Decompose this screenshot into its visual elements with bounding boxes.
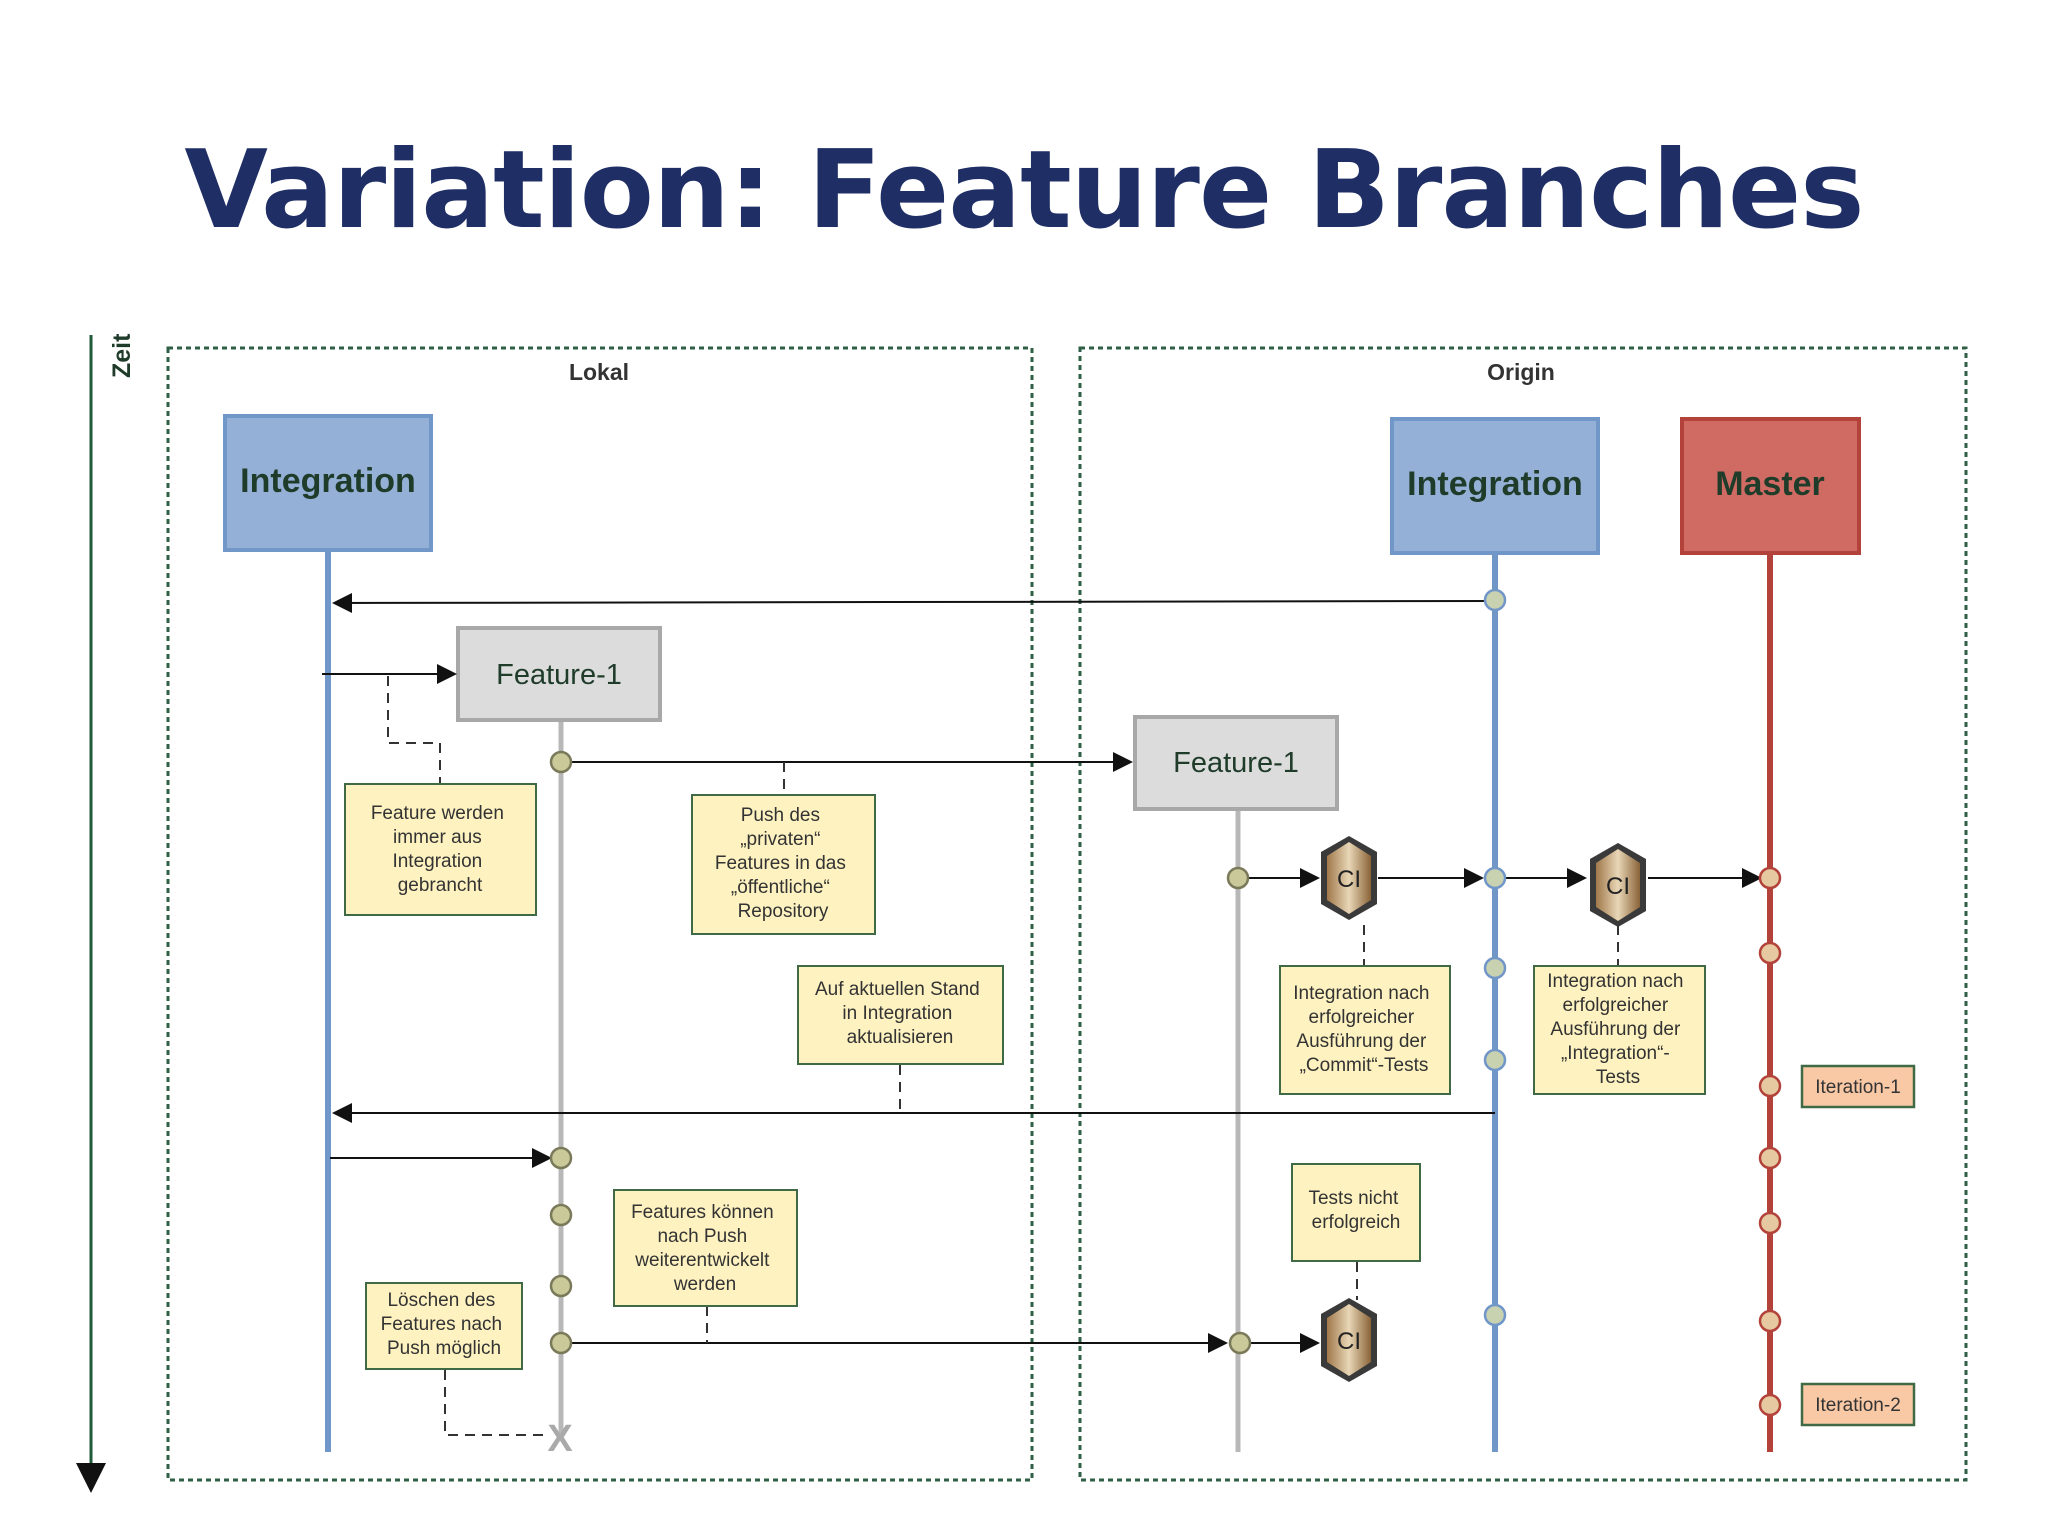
svg-text:Features können nach Pus: Features können nach Push weiterentwicke…	[631, 1202, 779, 1295]
zone-local	[166, 346, 1034, 1482]
note-push: Push des „privaten“ Features in das „öff…	[691, 794, 876, 935]
origin-feature-box: Feature-1	[1133, 715, 1339, 811]
local-feature-box: Feature-1	[456, 626, 662, 722]
integration-commit-points	[1483, 588, 1507, 1327]
arrow-pull-integration	[332, 592, 1496, 613]
zone-origin-label: Origin	[1487, 359, 1555, 385]
svg-text:Iteration-2: Iteration-2	[1815, 1395, 1901, 1416]
iteration-tag: Iteration-2	[1800, 1382, 1916, 1427]
svg-text:CI: CI	[1337, 1328, 1361, 1355]
note-commit-tests: Integration nach erfolgreicher Ausführun…	[1279, 965, 1451, 1095]
svg-text:CI: CI	[1337, 866, 1361, 893]
svg-text:Integration nach erfolgr: Integration nach erfolgreicher Ausführun…	[1547, 971, 1689, 1088]
master-commit-points	[1758, 866, 1782, 1417]
svg-text:Auf aktuellen Stand in I: Auf aktuellen Stand in Integration aktua…	[815, 979, 985, 1048]
commit-points	[549, 750, 1252, 1355]
iteration-tag: Iteration-1	[1800, 1064, 1916, 1109]
origin-integration-box: Integration	[1390, 417, 1600, 555]
ci-server-icon: CI	[1321, 836, 1377, 920]
master-box: Master	[1680, 417, 1861, 555]
note-connectors	[387, 676, 1619, 1436]
note-update: Auf aktuellen Stand in Integration aktua…	[797, 965, 1004, 1065]
page-title: Variation: Feature Branches	[184, 128, 1864, 253]
svg-text:Feature-1: Feature-1	[1173, 747, 1299, 779]
svg-text:Master: Master	[1715, 465, 1825, 503]
svg-text:Feature-1: Feature-1	[496, 659, 622, 691]
note-branched: Feature werden immer aus Integration geb…	[344, 783, 537, 916]
note-delete: Löschen des Features nach Push möglich	[365, 1282, 523, 1370]
svg-text:Iteration-1: Iteration-1	[1815, 1077, 1901, 1098]
note-tests-failed: Tests nicht erfolgreich	[1291, 1163, 1421, 1262]
zone-local-label: Lokal	[569, 359, 629, 385]
svg-text:Löschen des Features nac: Löschen des Features nach Push möglich	[381, 1290, 508, 1359]
zone-origin	[1078, 346, 1968, 1482]
svg-text:Integration: Integration	[240, 462, 416, 500]
svg-text:Integration nach erfolgr: Integration nach erfolgreicher Ausführun…	[1293, 983, 1435, 1076]
local-integration-box: Integration	[223, 414, 433, 552]
svg-text:Feature werden immer aus: Feature werden immer aus Integration geb…	[371, 803, 509, 896]
svg-text:Integration: Integration	[1407, 465, 1583, 503]
svg-text:CI: CI	[1606, 873, 1630, 900]
note-develop: Features können nach Push weiterentwicke…	[613, 1189, 798, 1307]
ci-server-icon: CI	[1590, 843, 1646, 927]
svg-text:Tests nicht erfolgreich: Tests nicht erfolgreich	[1308, 1188, 1403, 1233]
time-axis-label: Zeit	[108, 333, 136, 378]
delete-mark: X	[547, 1418, 573, 1460]
note-integration-tests: Integration nach erfolgreicher Ausführun…	[1533, 965, 1706, 1095]
ci-server-icon: CI	[1321, 1298, 1377, 1382]
svg-text:Push des „privaten“: Push des „privaten“ Features in das „öff…	[715, 805, 851, 922]
